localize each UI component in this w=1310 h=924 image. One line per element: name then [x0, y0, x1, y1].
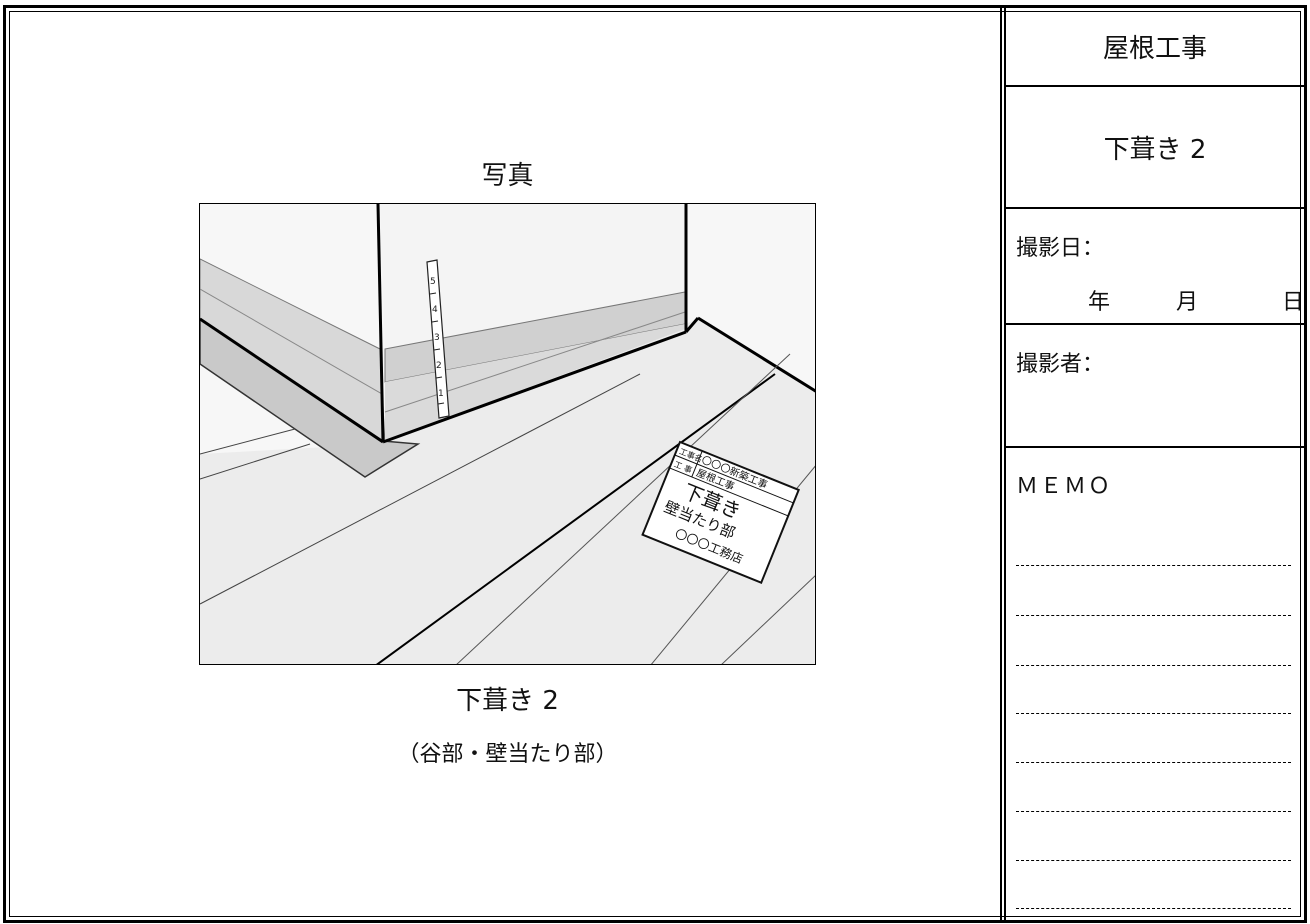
- photo-heading: 写真: [481, 161, 534, 191]
- category-label: 屋根工事: [1102, 34, 1207, 64]
- memo-line: [1016, 811, 1291, 812]
- photo-area: 5 4 3 2 1 工事名 〇〇〇新築工事 工 事 屋根工事 下葺き 壁当たり部…: [199, 203, 816, 665]
- shoot-date-cell: 撮影日： 年 月 日: [1006, 209, 1304, 325]
- photo-caption-subtitle: （谷部・壁当たり部）: [397, 742, 618, 767]
- ruler-tick-4: 4: [432, 305, 438, 315]
- shoot-date-month: 月: [1176, 290, 1199, 315]
- shoot-date-label: 撮影日：: [1016, 236, 1105, 261]
- column-divider: [1000, 5, 1006, 923]
- measuring-ruler: 5 4 3 2 1: [426, 259, 450, 419]
- ruler-tick-3: 3: [434, 333, 440, 343]
- memo-line: [1016, 615, 1291, 616]
- photographer-label: 撮影者：: [1016, 352, 1105, 377]
- shoot-date-day: 日: [1282, 290, 1305, 315]
- photo-caption-title: 下葺き 2: [456, 686, 559, 716]
- document-frame: [3, 5, 1307, 923]
- ruler-tick-1: 1: [438, 389, 444, 399]
- shoot-date-year: 年: [1088, 290, 1111, 315]
- memo-cell: ＭＥＭＯ: [1006, 448, 1304, 918]
- item-title: 下葺き 2: [1103, 134, 1207, 165]
- ruler-tick-5: 5: [430, 277, 436, 287]
- memo-line: [1016, 762, 1291, 763]
- memo-label: ＭＥＭＯ: [1016, 474, 1113, 499]
- category-cell: 屋根工事: [1006, 8, 1304, 87]
- memo-line: [1016, 860, 1291, 861]
- memo-line: [1016, 713, 1291, 714]
- memo-line: [1016, 908, 1291, 909]
- item-title-cell: 下葺き 2: [1006, 87, 1304, 209]
- ruler-tick-2: 2: [436, 361, 442, 371]
- memo-line: [1016, 565, 1291, 566]
- photographer-cell: 撮影者：: [1006, 325, 1304, 448]
- construction-photo-illustration: 5 4 3 2 1 工事名 〇〇〇新築工事 工 事 屋根工事 下葺き 壁当たり部…: [200, 204, 815, 664]
- memo-line: [1016, 665, 1291, 666]
